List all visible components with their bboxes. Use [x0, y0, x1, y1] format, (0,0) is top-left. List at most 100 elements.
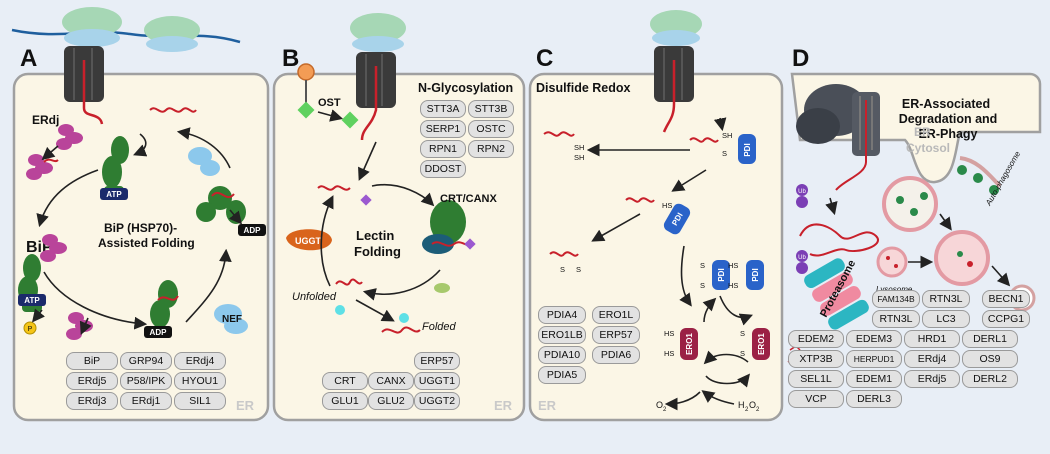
gene-pill: DERL1: [962, 330, 1018, 348]
unfolded-label: Unfolded: [292, 291, 337, 303]
panel-b-cycle-arrows: [320, 141, 441, 322]
h2o2-label: H 2 O 2: [738, 400, 760, 413]
gene-pill: DERL3: [846, 390, 902, 408]
gene-pill: CRT: [322, 372, 368, 390]
svg-text:HS: HS: [728, 261, 738, 270]
pdi-protein-4: PDI HS HS: [728, 260, 764, 290]
svg-text:HS: HS: [664, 349, 674, 358]
autolysosome: [934, 230, 990, 286]
oxidized-peptide: S S: [549, 251, 581, 274]
panel-d-phagy-arrows: [908, 213, 1011, 287]
svg-text:PDI: PDI: [751, 268, 760, 281]
gene-pill: ERP57: [592, 326, 640, 344]
ribosome-a: [11, 7, 241, 125]
panel-a-letter: A: [20, 45, 37, 72]
erdj-protein-1: [56, 124, 83, 150]
pdi-protein-1: PDI: [738, 134, 756, 164]
sh-left-2: SH: [574, 153, 584, 162]
crt-canx-label: CRT/CANX: [440, 193, 497, 205]
unfolded-peptide: [335, 278, 363, 286]
gene-pill: STT3B: [468, 100, 514, 118]
gene-pill: PDIA10: [538, 346, 586, 364]
erad-ribosome-complex: [796, 84, 880, 191]
s-top: S: [722, 149, 727, 158]
sh-left-1: SH: [574, 143, 584, 152]
ribosome-c: [650, 10, 702, 133]
gene-pill: DDOST: [420, 160, 466, 178]
ubiquitin-chain-1: Ub: [796, 184, 808, 208]
gene-pill: EDEM2: [788, 330, 844, 348]
gene-pill: ERdj1: [120, 392, 172, 410]
gene-pill: CANX: [368, 372, 414, 390]
gene-pill: DERL2: [962, 370, 1018, 388]
panel-a-title-line2: Assisted Folding: [98, 236, 195, 250]
crt-canx-protein: [422, 200, 476, 254]
pdi-protein-2: PDI: [663, 203, 691, 235]
lysosome: [876, 246, 908, 278]
gene-pill: OS9: [962, 350, 1018, 368]
ero1-protein-1: ERO1 HS HS: [664, 328, 698, 360]
svg-text:ADP: ADP: [150, 328, 168, 337]
disulfide-title: Disulfide Redox: [536, 81, 631, 95]
gene-pill: BECN1: [982, 290, 1030, 308]
gene-pill: BiP: [66, 352, 118, 370]
autophagosome: [882, 176, 938, 232]
panel-d-letter: D: [792, 45, 809, 72]
svg-text:2: 2: [745, 407, 749, 413]
gene-pill: HRD1: [904, 330, 960, 348]
er-membrane-bud: [957, 156, 1002, 195]
svg-text:PDI: PDI: [717, 268, 726, 281]
svg-text:S: S: [560, 265, 565, 274]
gene-pill: SERP1: [420, 120, 466, 138]
adp-tag-1: ADP: [144, 326, 172, 338]
gene-pill: GLU2: [368, 392, 414, 410]
autophagosome-label: Auto-phagosome: [983, 149, 1022, 208]
panel-c-arrows: [586, 117, 753, 411]
svg-text:ERO1: ERO1: [685, 333, 694, 355]
svg-text:Ub: Ub: [798, 255, 806, 261]
gene-pill: LC3: [922, 310, 970, 328]
glucosidase-icon: [434, 283, 450, 293]
svg-text:S: S: [700, 261, 705, 270]
glucose-icon-2: [399, 313, 409, 323]
proteasome: [804, 258, 869, 330]
svg-text:O: O: [656, 400, 663, 410]
gene-pill: RPN1: [420, 140, 466, 158]
panel-a-cycle-arrows: [32, 127, 243, 335]
gene-pill: ERdj3: [66, 392, 118, 410]
ost-arrow: [317, 109, 344, 122]
svg-text:P: P: [28, 326, 33, 333]
svg-text:HS: HS: [664, 329, 674, 338]
gene-pill: ERdj5: [66, 372, 118, 390]
gene-pill: UGGT2: [414, 392, 460, 410]
svg-text:UGGT: UGGT: [295, 236, 322, 246]
nef-label: NEF: [222, 314, 242, 325]
peptide-c-top: [689, 137, 719, 143]
nef-protein-top: [188, 147, 220, 176]
cytosol-label: Cytosol: [906, 141, 950, 155]
ost-label: OST: [318, 97, 341, 109]
lectin-label-line2: Folding: [354, 244, 401, 259]
svg-text:S: S: [576, 265, 581, 274]
pdi-protein-3: PDI S S: [700, 260, 730, 290]
ribosome-b: [350, 13, 406, 141]
glycan-purple-icon-1: [360, 194, 372, 206]
ubiquitin-chain-2: Ub: [796, 250, 808, 274]
erad-title-line3: ER-Phagy: [918, 127, 977, 141]
gene-pill: UGGT1: [414, 372, 460, 390]
svg-text:ATP: ATP: [24, 296, 40, 305]
svg-text:S: S: [700, 281, 705, 290]
reduced-peptide-left: [543, 131, 575, 137]
svg-text:Ub: Ub: [798, 189, 806, 195]
gene-pill: HYOU1: [174, 372, 226, 390]
svg-text:ERO1: ERO1: [757, 333, 766, 355]
gene-pill: PDIA6: [592, 346, 640, 364]
ost-complex-icon: [297, 63, 315, 119]
svg-text:PDI: PDI: [743, 143, 752, 156]
gene-pill: RTN3L: [922, 290, 970, 308]
svg-text:2: 2: [663, 407, 667, 413]
gene-pill: FAM134B: [872, 290, 920, 308]
atp-tag-1: ATP: [100, 188, 128, 200]
o2-label: O 2: [656, 400, 667, 413]
svg-text:H: H: [738, 400, 745, 410]
